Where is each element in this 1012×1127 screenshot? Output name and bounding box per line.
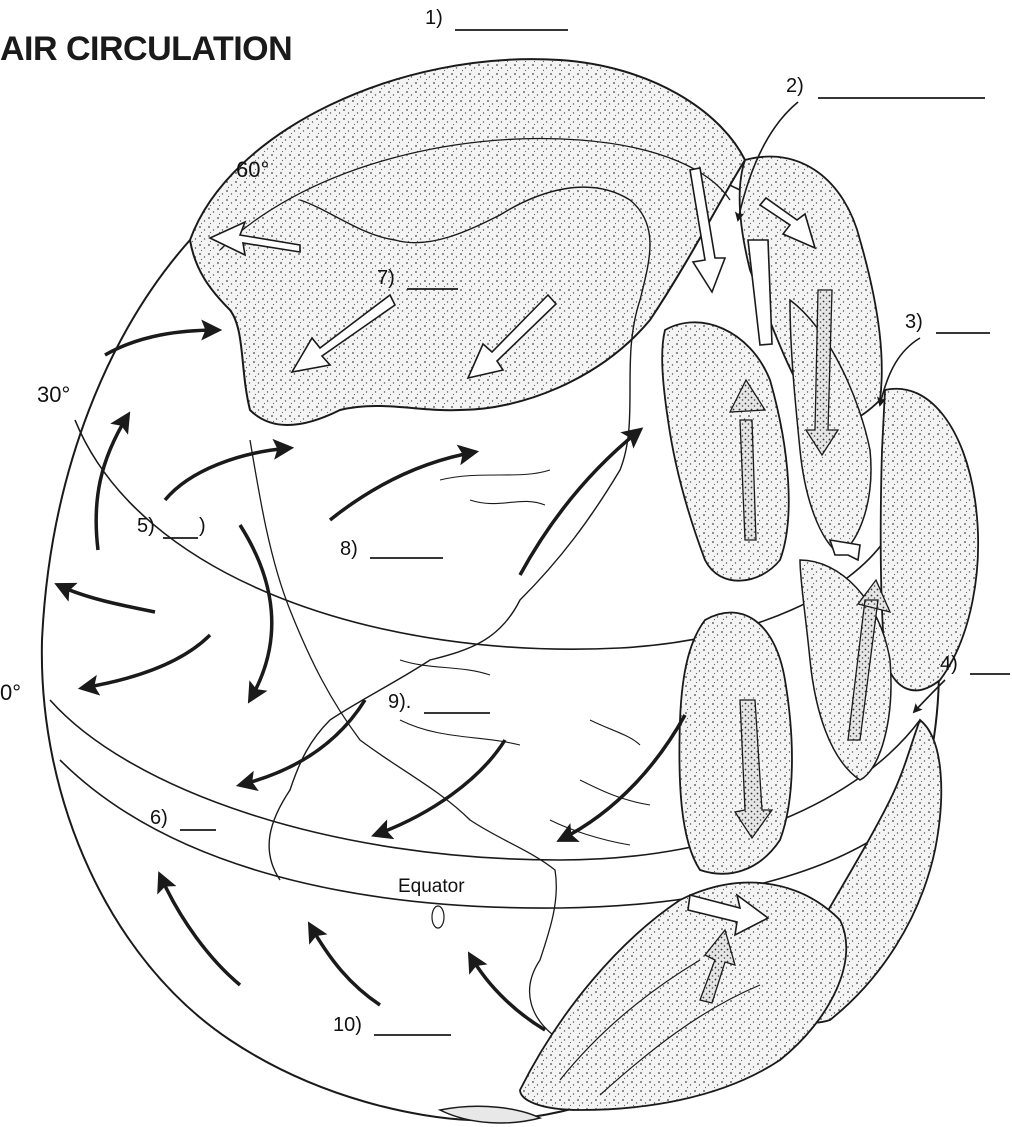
trade-wind-arrow-3 (240, 525, 272, 700)
blank-label-10: 10) (333, 1014, 362, 1036)
trade-wind-arrow-4 (240, 700, 365, 785)
trade-wind-arrow-5 (375, 740, 505, 835)
westerly-arrow-1 (105, 330, 218, 355)
diagram-title: AIR CIRCULATION (0, 30, 292, 68)
blank-label-5: 5) (137, 515, 155, 537)
westerly-arrow-2 (165, 448, 290, 500)
trade-wind-arrow-2 (82, 635, 210, 688)
blank-label-4: 4) (940, 653, 958, 675)
southern-trade-arrow-3 (470, 955, 545, 1030)
blank-label-5-suffix: ) (199, 515, 206, 537)
blank-label-6: 6) (150, 807, 168, 829)
ferrel-cell-side (881, 389, 978, 691)
latitude-30-label: 30° (37, 382, 70, 407)
hadley-cell (679, 613, 792, 874)
trade-wind-arrow-1 (58, 585, 155, 612)
latitude-60-label: 60° (236, 157, 269, 182)
blank-label-3: 3) (905, 311, 923, 333)
southern-hadley-cell (520, 883, 846, 1110)
surface-wind-arrows (58, 330, 685, 1030)
equator-label: Equator (398, 876, 465, 897)
latitude-0-label: 0° (0, 680, 21, 705)
blank-label-8: 8) (340, 538, 358, 560)
ferrel-cell (662, 322, 789, 580)
blank-label-9: 9). (388, 691, 411, 713)
southern-trade-arrow-1 (160, 875, 240, 985)
horse-latitude-arrow (830, 540, 860, 560)
blank-label-1: 1) (425, 7, 443, 29)
polar-cell-return-arrow (748, 240, 772, 345)
southern-trade-arrow-2 (310, 925, 380, 1005)
westerly-arrow-3 (330, 452, 475, 520)
blank-label-2: 2) (786, 75, 804, 97)
blank-label-7: 7) (377, 267, 395, 289)
